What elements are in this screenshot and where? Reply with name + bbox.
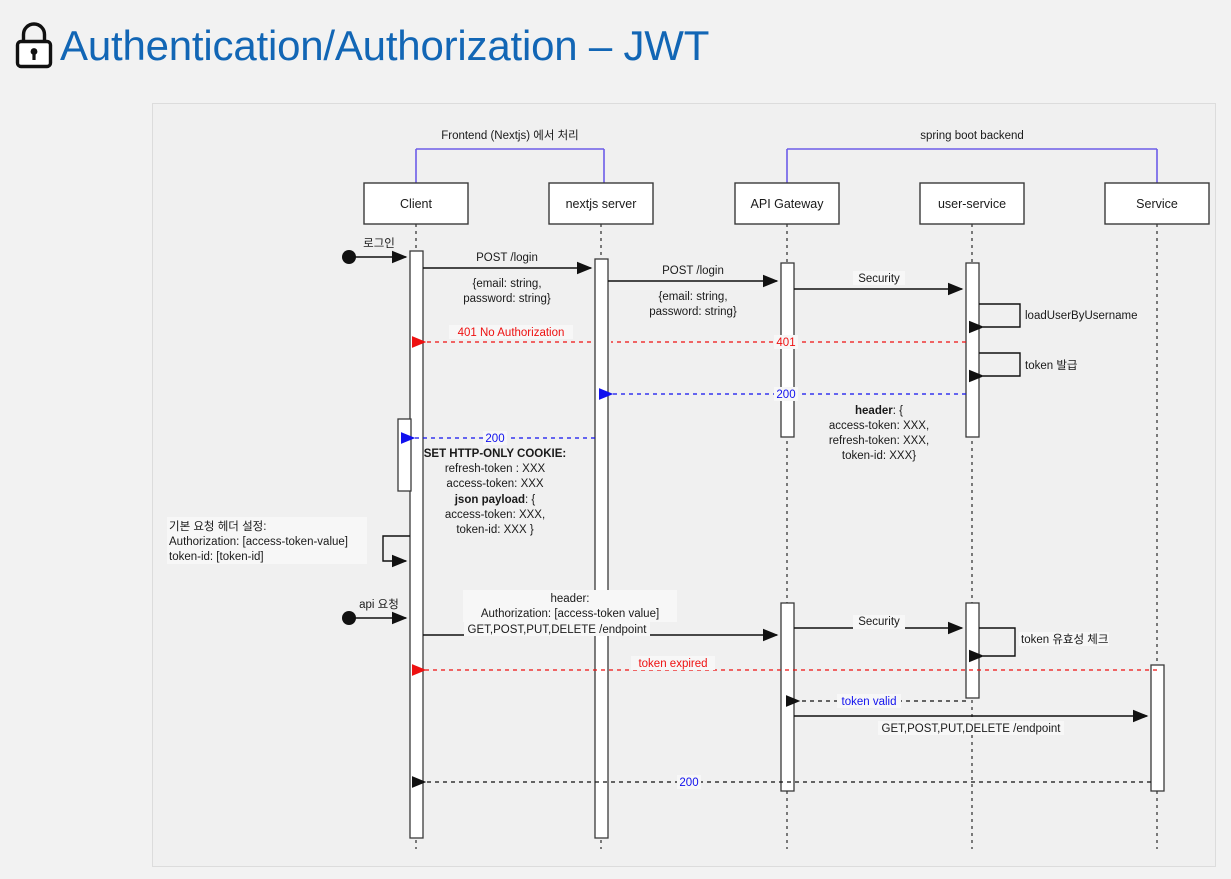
message-body-password-2: password: string} [649,306,737,318]
note-header-payload-brace: : { [893,405,903,417]
message-body-email-2: {email: string, [658,291,727,303]
message-label-200-frontend: 200 [485,433,504,445]
note-set-cookie-refresh-token: refresh-token : XXX [445,463,546,475]
message-post-login-1: POST /login {email: string, password: st… [423,252,593,305]
note-set-cookie-title: SET HTTP-ONLY COOKIE: [424,448,567,460]
participant-label-client: Client [400,197,432,211]
note-json-payload-brace: : { [525,494,535,506]
note-request-header-line2: Authorization: [access-token-value] [169,536,348,548]
message-label-post-login-2: POST /login [662,265,724,277]
participant-label-api-gateway: API Gateway [751,197,825,211]
participant-user-service[interactable]: user-service [919,182,1025,225]
actor-label-login: 로그인 [363,237,395,250]
activation-api-gateway-1 [780,262,795,438]
participant-nextjs-server[interactable]: nextjs server [548,182,654,225]
note-api-header-line1: header: [550,593,589,605]
activation-api-gateway-2 [780,602,795,792]
message-label-200-backend: 200 [776,389,795,401]
message-label-401: 401 [776,337,795,349]
message-label-token-validity-check: token 유효성 체크 [1021,633,1108,646]
activation-user-service-2 [965,602,980,699]
message-token-valid: token valid [786,694,966,708]
message-body-email-1: {email: string, [472,278,541,290]
note-header-payload-access-token: access-token: XXX, [829,420,929,432]
message-401-no-authorization: 401 No Authorization [412,325,591,348]
message-label-endpoint-1: GET,POST,PUT,DELETE /endpoint [468,624,648,636]
lock-icon [15,22,53,69]
participant-api-gateway[interactable]: API Gateway [734,182,840,225]
note-set-cookie-access-token: access-token: XXX [446,478,543,490]
message-security-1: Security [794,271,964,296]
participant-client[interactable]: Client [363,182,469,225]
page-title-bar: Authentication/Authorization – JWT [0,0,1231,92]
actor-api-request: api 요청 [342,598,408,625]
message-label-200-final: 200 [679,777,698,789]
message-token-issue: token 발급 [969,352,1078,383]
group-label-frontend: Frontend (Nextjs) 에서 처리 [441,129,579,142]
participant-label-nextjs-server: nextjs server [566,197,637,211]
note-header-payload-token-id: token-id: XXX} [842,450,916,462]
note-request-header-line3: token-id: [token-id] [169,551,264,563]
activation-client-nested [397,418,412,492]
message-label-security-2: Security [858,616,900,628]
group-bracket-backend: spring boot backend [786,130,1158,184]
actor-dot-api-request [342,611,356,625]
message-200-backend: 200 [599,387,966,401]
sequence-diagram-svg: Frontend (Nextjs) 에서 처리 spring boot back… [167,129,1210,849]
group-label-backend: spring boot backend [920,130,1024,142]
svg-text:header: {: header: { [855,405,903,417]
note-api-header-line2: Authorization: [access-token value] [481,608,659,620]
note-json-payload-access-token: access-token: XXX, [445,509,545,521]
message-label-token-valid: token valid [842,696,897,708]
message-endpoint-service: GET,POST,PUT,DELETE /endpoint [794,709,1149,735]
message-post-login-2: POST /login {email: string, password: st… [608,265,779,318]
message-label-post-login-1: POST /login [476,252,538,264]
message-label-endpoint-2: GET,POST,PUT,DELETE /endpoint [882,723,1062,735]
participant-label-user-service: user-service [938,197,1006,211]
group-bracket-frontend: Frontend (Nextjs) 에서 처리 [415,129,605,184]
message-api-request: header: Authorization: [access-token val… [423,590,779,642]
message-200-frontend: 200 [401,431,595,445]
note-json-payload-token-id: token-id: XXX } [456,524,534,536]
participant-label-service: Service [1136,197,1178,211]
message-label-load-user-by-username: loadUserByUsername [1025,310,1138,322]
svg-text:json payload: {: json payload: { [454,494,536,506]
message-401: 401 [611,335,966,349]
note-set-cookie: SET HTTP-ONLY COOKIE: refresh-token : XX… [424,448,567,536]
actor-dot-login [342,250,356,264]
message-load-user-by-username: loadUserByUsername [969,303,1138,334]
note-header-payload-refresh-token: refresh-token: XXX, [829,435,929,447]
message-body-password-1: password: string} [463,293,551,305]
message-200-final: 200 [412,775,1151,789]
page-title: Authentication/Authorization – JWT [60,22,710,69]
message-token-validity-check: token 유효성 체크 [969,627,1109,663]
message-label-token-issue: token 발급 [1025,359,1078,372]
activation-nextjs-server [594,258,609,839]
actor-label-api-request: api 요청 [359,598,399,611]
note-json-payload-key: json payload [454,494,525,506]
participant-service[interactable]: Service [1104,182,1210,225]
note-request-header-line1: 기본 요청 헤더 설정: [169,520,266,533]
message-security-2: Security [794,615,964,635]
message-client-set-default-header: 기본 요청 헤더 설정: Authorization: [access-toke… [167,517,410,568]
sequence-diagram-canvas: Frontend (Nextjs) 에서 처리 spring boot back… [152,103,1216,867]
note-header-payload-key: header [855,405,893,417]
activation-service [1150,664,1165,792]
activation-user-service-1 [965,262,980,438]
message-token-expired: token expired [412,656,1157,676]
message-label-security-1: Security [858,273,900,285]
message-label-token-expired: token expired [638,658,707,670]
actor-login: 로그인 [342,237,408,264]
activation-client-main [409,250,424,839]
message-label-401-no-authorization: 401 No Authorization [458,327,565,339]
note-header-payload: header: { access-token: XXX, refresh-tok… [829,405,929,462]
